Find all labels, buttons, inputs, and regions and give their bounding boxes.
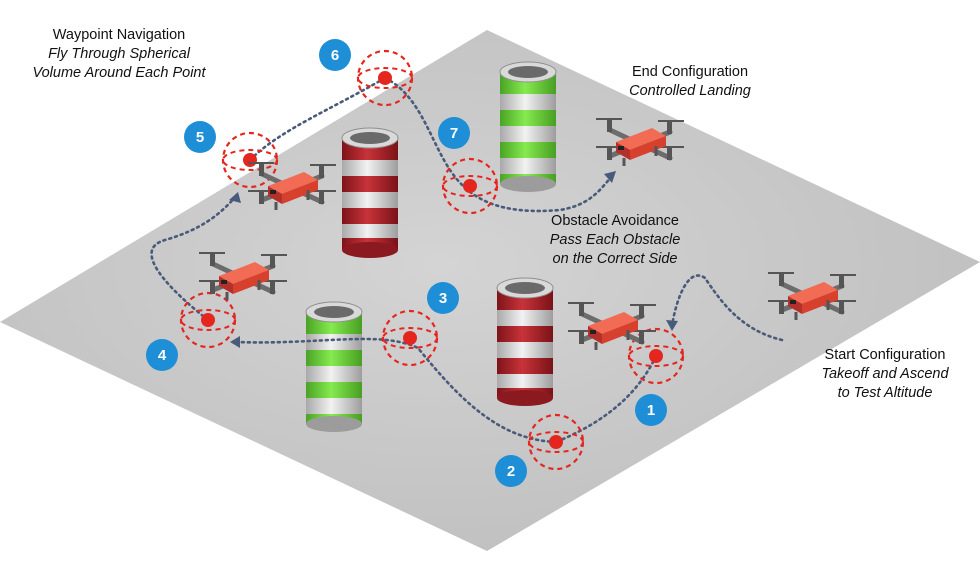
arrowhead-4 [604, 171, 616, 183]
flight-path [150, 76, 784, 444]
start-configuration-title: Start Configuration [824, 347, 946, 363]
obstacle-green-front [305, 301, 363, 432]
badge-7: 7 [438, 117, 470, 149]
arrowhead-1 [666, 320, 678, 331]
obstacle-avoidance-title: Obstacle Avoidance [551, 213, 679, 229]
label-end-configuration: End Configuration Controlled Landing [605, 63, 775, 101]
label-start-configuration: Start Configuration Takeoff and Ascend t… [800, 346, 970, 403]
end-configuration-line1: Controlled Landing [629, 83, 751, 99]
badge-3: 3 [427, 282, 459, 314]
start-configuration-line2: to Test Altitude [837, 385, 933, 401]
obstacle-avoidance-line1: Pass Each Obstacle [549, 232, 681, 248]
label-obstacle-avoidance: Obstacle Avoidance Pass Each Obstacle on… [530, 212, 700, 269]
svg-text:5: 5 [196, 129, 204, 146]
end-configuration-title: End Configuration [631, 64, 749, 80]
badge-5: 5 [184, 121, 216, 153]
arrowhead-2 [230, 336, 240, 348]
svg-text:1: 1 [647, 402, 655, 419]
label-waypoint-navigation: Waypoint Navigation Fly Through Spherica… [14, 26, 224, 83]
obstacle-avoidance-line2: on the Correct Side [552, 251, 678, 267]
waypoint-navigation-line2: Volume Around Each Point [32, 65, 206, 81]
svg-text:3: 3 [439, 290, 447, 307]
svg-text:6: 6 [331, 47, 339, 64]
svg-text:2: 2 [507, 463, 515, 480]
waypoint-navigation-title: Waypoint Navigation [52, 27, 186, 43]
obstacle-green-back [499, 61, 557, 192]
obstacle-red-back [341, 127, 399, 258]
waypoint-navigation-line1: Fly Through Spherical [48, 46, 190, 62]
arrowhead-3 [229, 192, 241, 203]
badge-2: 2 [495, 455, 527, 487]
obstacle-red-front [496, 277, 554, 406]
svg-text:7: 7 [450, 125, 458, 142]
ground-plane [0, 30, 980, 551]
badge-4: 4 [146, 339, 178, 371]
badge-6: 6 [319, 39, 351, 71]
start-configuration-line1: Takeoff and Ascend [821, 366, 949, 382]
badge-1: 1 [635, 394, 667, 426]
svg-text:4: 4 [158, 347, 167, 364]
